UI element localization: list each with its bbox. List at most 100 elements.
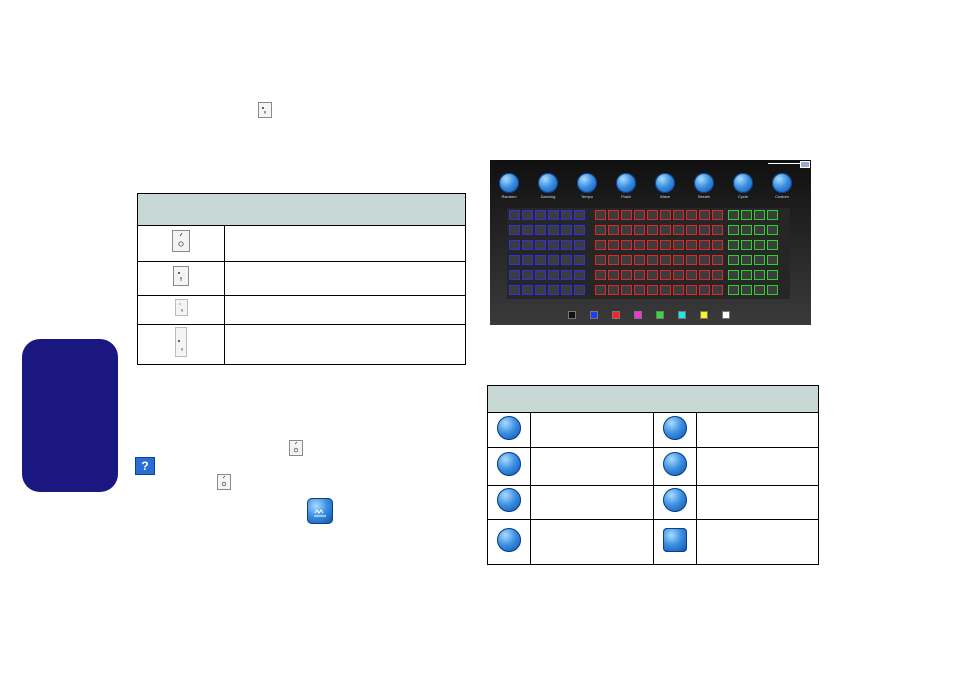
color-swatch[interactable]: [722, 311, 730, 319]
mode-label: Random: [501, 194, 517, 199]
key: [595, 270, 606, 280]
key: [509, 210, 520, 220]
key: [574, 285, 585, 295]
color-swatch[interactable]: [568, 311, 576, 319]
random-icon[interactable]: [499, 173, 519, 193]
custom-icon[interactable]: [772, 173, 792, 193]
key: [712, 285, 723, 295]
key: [673, 270, 684, 280]
color-swatch[interactable]: [678, 311, 686, 319]
key: [647, 270, 658, 280]
key: [686, 285, 697, 295]
key: [647, 255, 658, 265]
key: [621, 270, 632, 280]
key: [535, 240, 546, 250]
help-button[interactable]: ?: [135, 457, 155, 475]
key: [728, 285, 739, 295]
key: [561, 210, 572, 220]
mode-desc: [530, 447, 654, 486]
key: [608, 225, 619, 235]
key: [621, 240, 632, 250]
dancing-icon[interactable]: [538, 173, 558, 193]
key: [686, 240, 697, 250]
key: [548, 255, 559, 265]
key: [535, 210, 546, 220]
mode-desc: [530, 485, 654, 520]
key: [535, 225, 546, 235]
color-swatch[interactable]: [656, 311, 664, 319]
key: [561, 285, 572, 295]
key: [699, 240, 710, 250]
key: [660, 255, 671, 265]
color-swatch[interactable]: [700, 311, 708, 319]
key: [595, 240, 606, 250]
wave-icon[interactable]: [655, 173, 675, 193]
key: [673, 210, 684, 220]
key: [647, 285, 658, 295]
key: [754, 255, 765, 265]
key: [561, 255, 572, 265]
key: [522, 240, 533, 250]
flash-icon: [497, 527, 521, 552]
key: [660, 225, 671, 235]
key: [522, 210, 533, 220]
key: [660, 210, 671, 220]
keyboard-graphic: [507, 208, 790, 299]
window-buttons[interactable]: [800, 161, 810, 168]
key: [621, 225, 632, 235]
tall-led-icon: [175, 327, 187, 357]
key: [595, 210, 606, 220]
key: [509, 255, 520, 265]
key: [699, 270, 710, 280]
table-row-desc: [224, 295, 466, 325]
color-swatch[interactable]: [612, 311, 620, 319]
key: [686, 255, 697, 265]
color-swatch[interactable]: [590, 311, 598, 319]
key: [621, 255, 632, 265]
table-row-desc: [224, 324, 466, 365]
key: [741, 225, 752, 235]
table-row-desc: [224, 261, 466, 296]
mode-label: Dancing: [540, 194, 556, 199]
flash-icon[interactable]: [616, 173, 636, 193]
key: [673, 285, 684, 295]
key: [522, 225, 533, 235]
custom-icon: [307, 498, 333, 524]
key: [699, 225, 710, 235]
key: [686, 270, 697, 280]
pointer-line: [768, 163, 806, 164]
keyboard-zone[interactable]: [726, 208, 790, 299]
key: [634, 240, 645, 250]
keyboard-zone[interactable]: [593, 208, 726, 299]
breath-icon: [662, 452, 687, 476]
key: [634, 225, 645, 235]
key: [509, 240, 520, 250]
key: [767, 255, 778, 265]
key: [647, 210, 658, 220]
key: [647, 225, 658, 235]
side-tab: [22, 339, 118, 492]
key: [728, 240, 739, 250]
tempo-icon: [497, 488, 521, 512]
color-swatch[interactable]: [634, 311, 642, 319]
mode-desc: [695, 485, 819, 520]
key: [728, 210, 739, 220]
tempo-icon[interactable]: [577, 173, 597, 193]
key: [767, 225, 778, 235]
key: [699, 255, 710, 265]
key: [561, 225, 572, 235]
key: [712, 270, 723, 280]
key: [699, 285, 710, 295]
custom-icon: [662, 527, 687, 552]
key: [634, 255, 645, 265]
mode-desc: [530, 412, 654, 448]
keyboard-led-icon: [258, 102, 272, 118]
key: [548, 225, 559, 235]
key: [754, 240, 765, 250]
cycle-icon[interactable]: [733, 173, 753, 193]
keyboard-zone[interactable]: [507, 208, 593, 299]
breath-icon[interactable]: [694, 173, 714, 193]
key: [595, 255, 606, 265]
key: [741, 285, 752, 295]
